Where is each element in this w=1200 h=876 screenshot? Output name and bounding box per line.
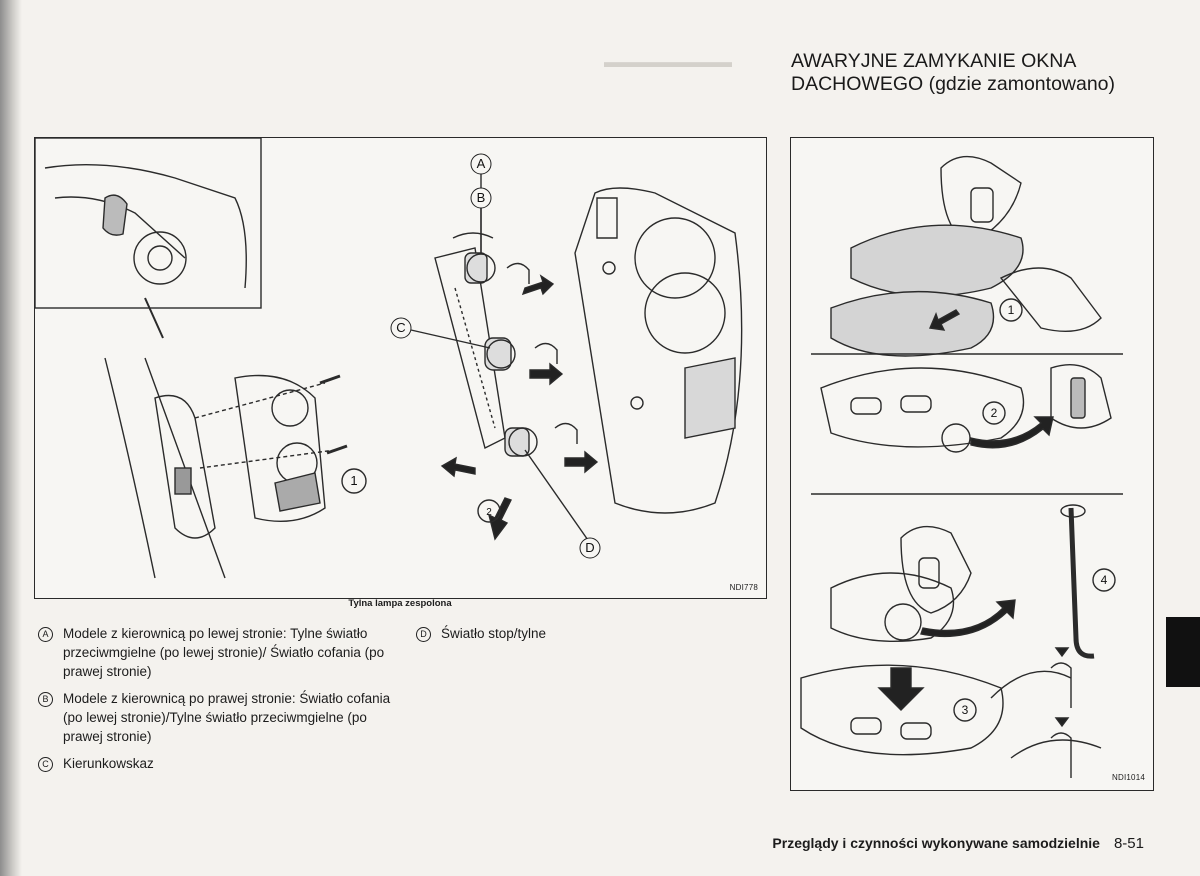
legend-text: Światło stop/tylne: [441, 626, 547, 641]
chapter-title: Przeglądy i czynności wykonywane samodzi…: [772, 835, 1100, 851]
legend-text: Kierunkowskaz: [63, 756, 154, 771]
step-callout-2: 2: [991, 406, 998, 420]
legend-key: C: [38, 757, 53, 772]
bleed-through-text: ▬▬▬▬▬▬▬▬: [604, 54, 732, 71]
sunroof-illustration: 1 2 3 4: [800, 155, 1123, 778]
step-callout-1: 1: [1008, 303, 1015, 317]
legend-item-a: A Modele z kierownicą po lewej stronie: …: [38, 624, 398, 681]
chapter-tab-marker: [1166, 617, 1200, 687]
callout-1: 1: [350, 473, 357, 488]
legend-key: D: [416, 627, 431, 642]
legend-key: A: [38, 627, 53, 642]
section-title-main: Awaryjne zamykanie okna dachowego: [791, 50, 1076, 95]
page-footer: Przeglądy i czynności wykonywane samodzi…: [714, 835, 1144, 852]
rear-lamp-illustration: A B C D 1 2: [35, 138, 743, 579]
rear-lamp-figure: A B C D 1 2 NDI778: [34, 137, 767, 599]
step-callout-3: 3: [962, 703, 969, 717]
legend-item-b: B Modele z kierownicą po prawej stronie:…: [38, 689, 398, 746]
callout-b: B: [477, 190, 486, 205]
figure-caption: Tylna lampa zespolona: [348, 598, 452, 609]
legend-left: A Modele z kierownicą po lewej stronie: …: [38, 624, 398, 781]
legend-text: Modele z kierownicą po lewej stronie: Ty…: [63, 626, 385, 679]
figure2-code: NDI1014: [1112, 773, 1145, 782]
section-title: Awaryjne zamykanie okna dachowego (gdzie…: [791, 50, 1161, 96]
legend-key: B: [38, 692, 53, 707]
sunroof-figure: 1 2 3 4 NDI1014: [790, 137, 1154, 791]
page-number: 8-51: [1113, 835, 1144, 852]
page-binding-shadow: [0, 0, 22, 876]
callout-d: D: [585, 540, 594, 555]
callout-2: 2: [486, 507, 492, 518]
figure-code: NDI778: [729, 583, 758, 592]
callout-c: C: [396, 320, 405, 335]
legend-right: D Światło stop/tylne: [416, 624, 756, 651]
callout-a: A: [477, 156, 486, 171]
step-callout-4: 4: [1101, 573, 1108, 587]
legend-item-d: D Światło stop/tylne: [416, 624, 756, 643]
legend-item-c: C Kierunkowskaz: [38, 754, 398, 773]
section-title-note: (gdzie zamontowano): [928, 73, 1116, 95]
legend-text: Modele z kierownicą po prawej stronie: Ś…: [63, 691, 391, 744]
